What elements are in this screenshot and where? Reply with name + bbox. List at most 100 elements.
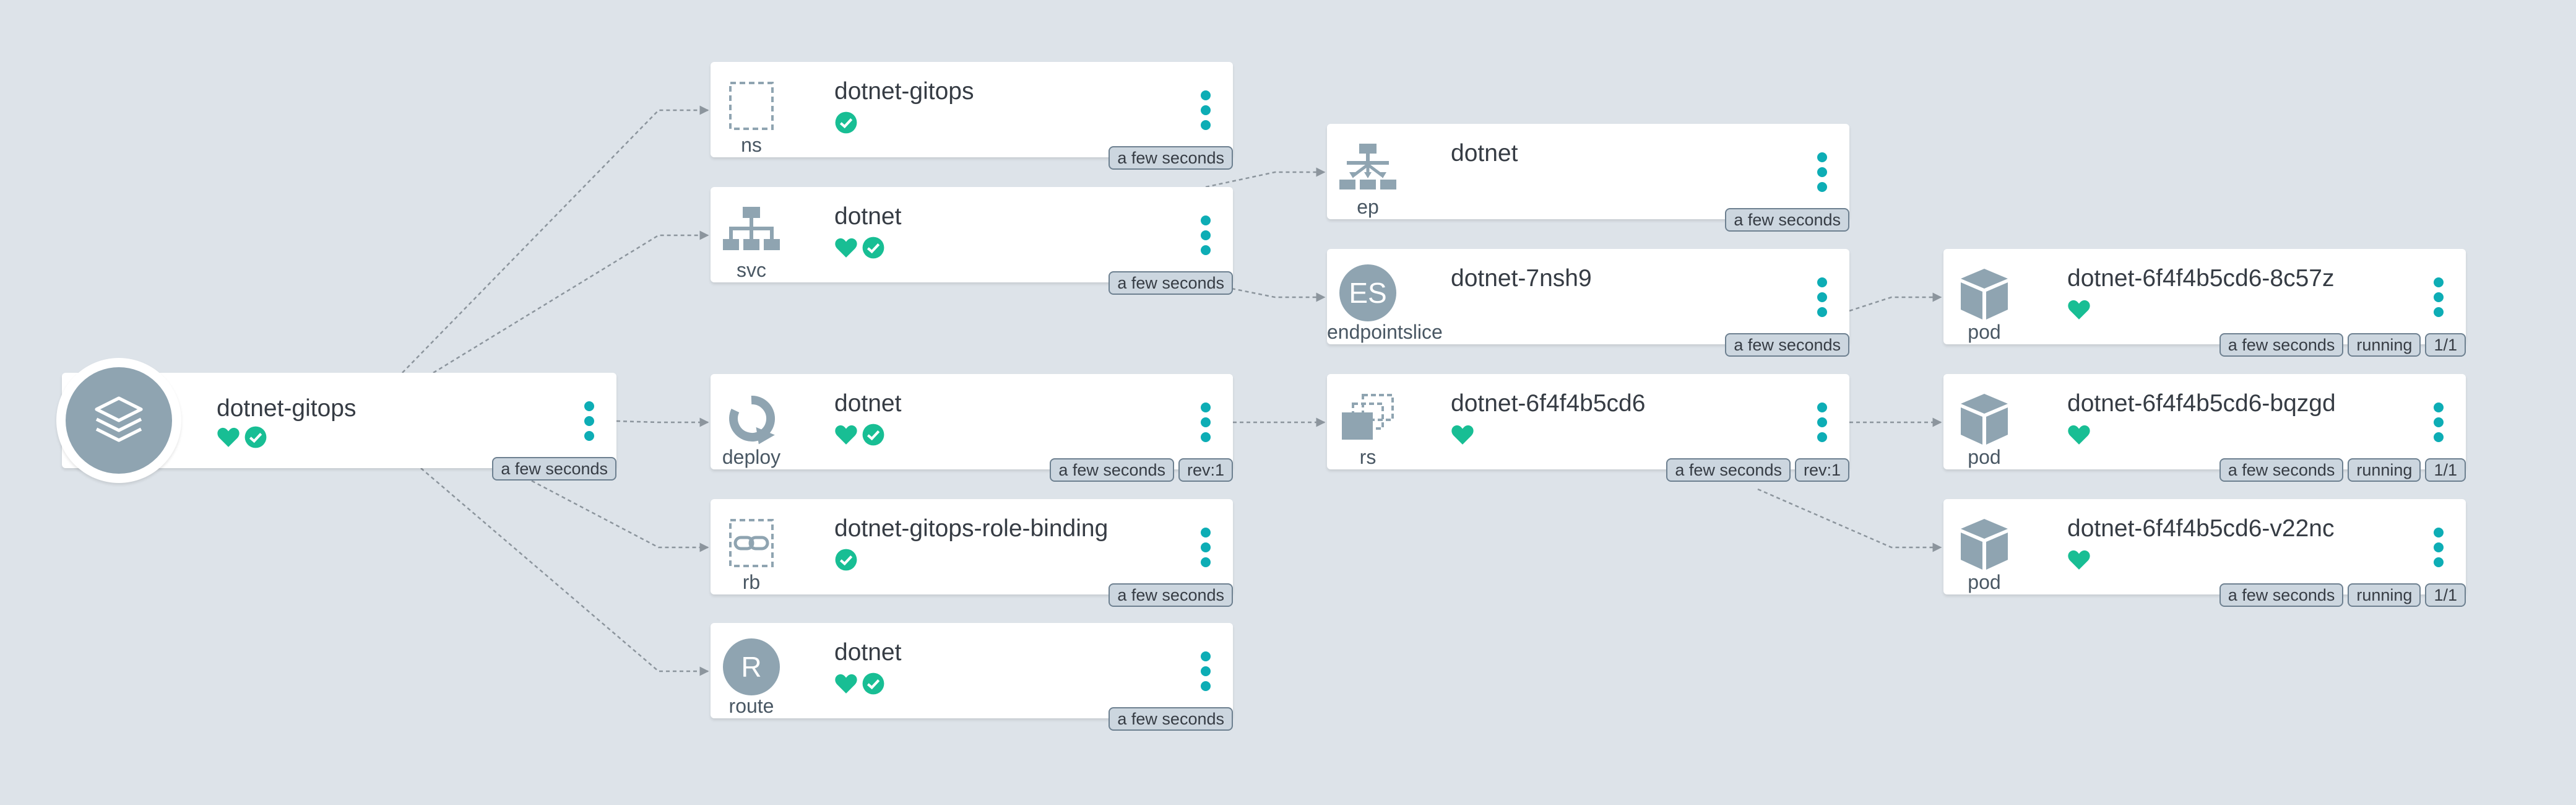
revision-badge: rev:1: [1794, 458, 1849, 482]
edge-app-svc: [433, 230, 709, 374]
resource-badges: a few seconds: [1109, 583, 1233, 607]
resource-icon: [1955, 391, 2014, 445]
heart-icon: [217, 427, 240, 447]
replicaset-icon: [1342, 394, 1394, 440]
resource-kind: pod: [1968, 571, 2001, 593]
resource-icon: [722, 391, 781, 445]
cube-icon: [1961, 394, 2008, 445]
check-circle-icon: [835, 549, 857, 571]
resource-icon: [722, 204, 781, 258]
containers-badge: 1/1: [2425, 583, 2466, 607]
phase-badge: running: [2348, 333, 2421, 357]
edge-es-pod1: [1849, 292, 1942, 312]
resource-kind: endpointslice: [1327, 321, 1443, 343]
resource-status: [834, 547, 858, 572]
age-badge: a few seconds: [492, 457, 616, 481]
check-circle-icon: [244, 426, 267, 448]
resource-status: [834, 422, 885, 447]
application-status: [217, 425, 267, 450]
resource-status: [2067, 422, 2091, 447]
resource-kind: ns: [741, 134, 762, 156]
resource-name: dotnet-7nsh9: [1451, 265, 1592, 292]
application-menu-button[interactable]: [584, 401, 594, 441]
resource-badges: a few seconds: [1109, 271, 1233, 295]
edge-app-rb: [507, 467, 709, 552]
check-circle-icon: [862, 672, 884, 695]
edge-svc-es: [1231, 287, 1326, 302]
resource-node-ns[interactable]: ns dotnet-gitops a few seconds: [711, 62, 1233, 170]
resource-menu-button[interactable]: [2434, 402, 2444, 442]
heart-icon: [1451, 425, 1474, 445]
layers-icon: [95, 396, 143, 442]
phase-badge: running: [2348, 583, 2421, 607]
resource-name: dotnet: [834, 639, 902, 666]
resource-name: dotnet-gitops: [834, 78, 974, 105]
application-name: dotnet-gitops: [217, 395, 357, 422]
cube-icon: [1961, 519, 2008, 570]
age-badge: a few seconds: [2219, 583, 2344, 607]
resource-kind: ep: [1357, 196, 1379, 218]
resource-menu-button[interactable]: [1201, 215, 1211, 255]
edge-rs-pod3: [1757, 488, 1942, 552]
check-circle-icon: [862, 237, 884, 259]
age-badge: a few seconds: [1109, 583, 1233, 607]
resource-menu-button[interactable]: [1201, 90, 1211, 130]
containers-badge: 1/1: [2425, 333, 2466, 357]
phase-badge: running: [2348, 458, 2421, 482]
resource-status: [1451, 422, 1474, 447]
resource-menu-button[interactable]: [1817, 152, 1827, 192]
edge-app-route: [420, 468, 709, 676]
resource-menu-button[interactable]: [2434, 277, 2444, 317]
network-icon: [723, 207, 780, 250]
resource-badges: a few seconds: [1725, 333, 1849, 357]
resource-kind: route: [728, 695, 774, 717]
check-circle-icon: [835, 111, 857, 134]
resource-status: [834, 671, 885, 696]
resource-name: dotnet-6f4f4b5cd6-v22nc: [2067, 515, 2335, 542]
resource-menu-button[interactable]: [1817, 402, 1827, 442]
age-badge: a few seconds: [2219, 458, 2344, 482]
age-badge: a few seconds: [1725, 333, 1849, 357]
resource-menu-button[interactable]: [1201, 651, 1211, 691]
resource-status: [2067, 547, 2091, 572]
resource-menu-button[interactable]: [1201, 402, 1211, 442]
heart-icon: [2068, 425, 2090, 445]
resource-icon: [722, 79, 781, 133]
age-badge: a few seconds: [1109, 707, 1233, 731]
resource-icon: [1338, 391, 1398, 445]
route-icon: R: [723, 638, 780, 695]
age-badge: a few seconds: [1050, 458, 1174, 482]
resource-menu-button[interactable]: [1817, 277, 1827, 317]
resource-kind: deploy: [722, 446, 781, 468]
resource-menu-button[interactable]: [1201, 528, 1211, 567]
containers-badge: 1/1: [2425, 458, 2466, 482]
age-badge: a few seconds: [2219, 333, 2344, 357]
application-badges: a few seconds: [492, 457, 616, 481]
endpointslice-icon: ES: [1339, 264, 1396, 321]
resource-status: [834, 110, 858, 135]
heart-icon: [835, 425, 857, 445]
check-circle-icon: [862, 424, 884, 446]
resource-name: dotnet: [834, 203, 902, 230]
application-icon-circle[interactable]: [56, 358, 181, 483]
revision-badge: rev:1: [1178, 458, 1233, 482]
resource-menu-button[interactable]: [2434, 528, 2444, 567]
resource-name: dotnet-gitops-role-binding: [834, 515, 1109, 542]
link-icon: [729, 519, 774, 567]
resource-badges: a few seconds: [1109, 146, 1233, 170]
